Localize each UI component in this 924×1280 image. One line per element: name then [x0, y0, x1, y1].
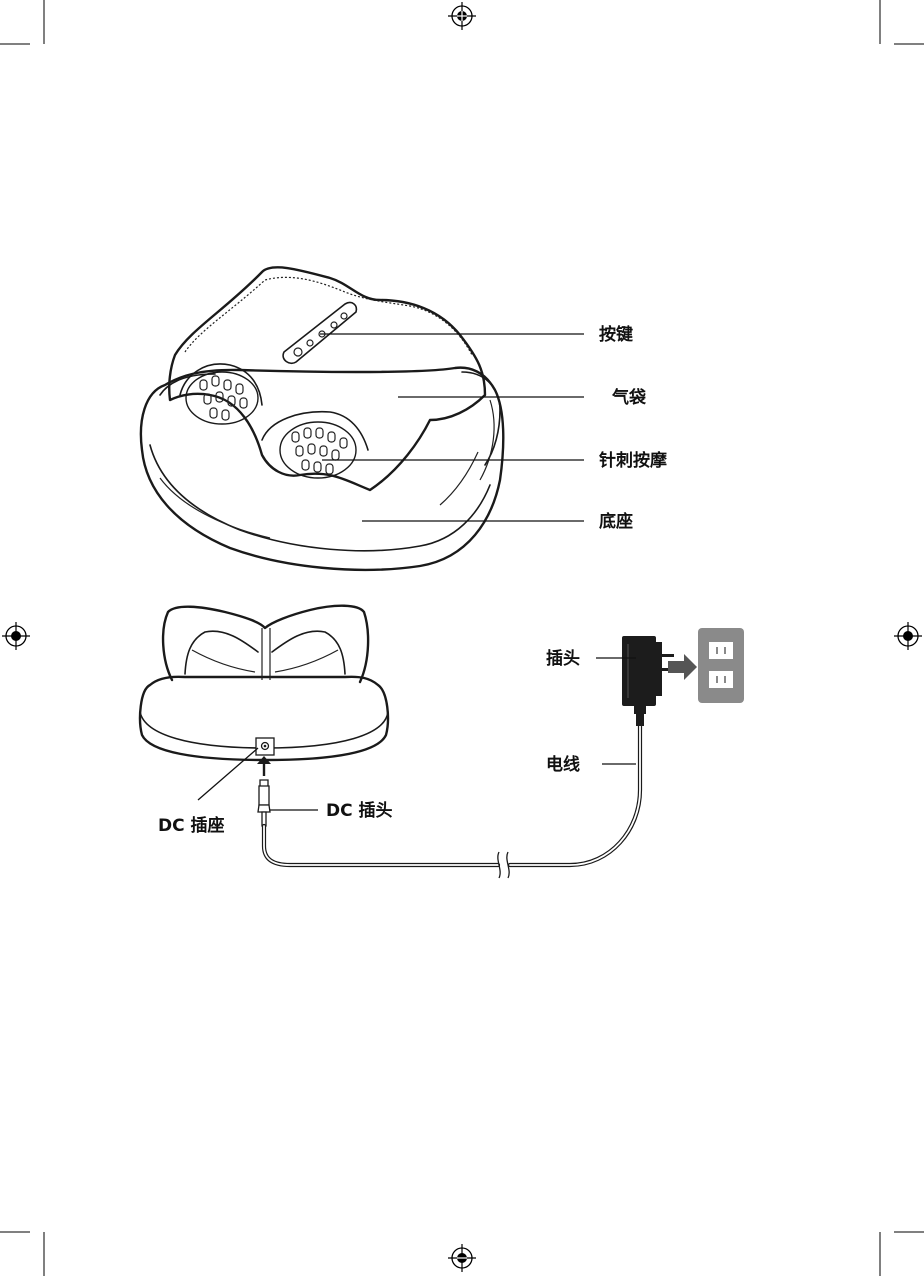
power-adapter-icon [622, 636, 674, 726]
label-cord: 电线 [546, 754, 580, 775]
registration-mark-icon [448, 1244, 476, 1272]
label-plug: 插头 [546, 648, 580, 669]
registration-mark-icon [894, 622, 922, 650]
label-base: 底座 [599, 511, 633, 532]
label-dc-plug: DC 插头 [326, 800, 393, 821]
label-dc-socket: DC 插座 [158, 815, 225, 836]
control-panel [283, 303, 356, 364]
registration-mark-icon [448, 2, 476, 30]
arrow-right-icon [668, 654, 697, 680]
foot-massager-illustration [141, 267, 503, 570]
registration-mark-icon [2, 622, 30, 650]
massager-base [141, 368, 503, 570]
rear-view-illustration [140, 606, 388, 760]
label-acupressure: 针刺按摩 [599, 450, 667, 471]
label-airbag: 气袋 [611, 387, 647, 408]
dc-plug-and-cord [258, 725, 640, 878]
label-buttons: 按键 [599, 324, 633, 345]
wall-outlet-icon [698, 628, 744, 703]
acupressure-pad-right [280, 422, 356, 478]
airbag-cover [169, 267, 485, 490]
power-cord [264, 826, 498, 865]
